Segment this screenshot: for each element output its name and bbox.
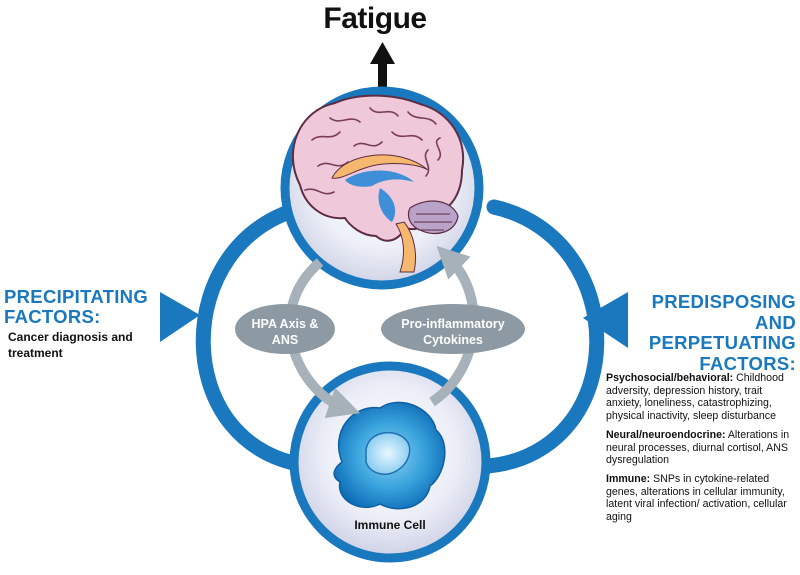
- heading-line: FACTORS:: [699, 352, 796, 374]
- factor-item: Psychosocial/behavioral: Childhood adver…: [606, 372, 800, 423]
- heading-line: FACTORS:: [4, 306, 101, 327]
- factor-label: Neural/neuroendocrine:: [606, 428, 726, 441]
- precipitating-factors-text: Cancer diagnosis and treatment: [8, 330, 133, 360]
- heading-line: PREDISPOSING: [651, 291, 796, 312]
- heading-line: AND: [755, 311, 796, 333]
- factor-label: Immune:: [606, 472, 651, 485]
- immune-cell-illustration: [333, 401, 446, 510]
- diagram-title: Fatigue: [323, 2, 427, 35]
- factor-label: Psychosocial/behavioral:: [606, 372, 734, 384]
- factor-item: Neural/neuroendocrine: Alterations in ne…: [606, 429, 800, 467]
- factor-text: SNPs in cytokine-related genes, alterati…: [606, 472, 787, 524]
- predisposing-factors-heading: PREDISPOSING AND PERPETUATING FACTORS:: [612, 291, 796, 374]
- heading-line: PRECIPITATING: [4, 286, 149, 307]
- heading-line: PERPETUATING: [648, 332, 796, 353]
- precipitating-factors-heading: PRECIPITATING FACTORS:: [4, 287, 174, 327]
- factor-text: Alterations in neural processes, diurnal…: [606, 428, 790, 467]
- brain-illustration: [291, 94, 465, 273]
- factor-list: Psychosocial/behavioral: Childhood adver…: [606, 372, 800, 530]
- cytokines-label: Pro-inflammatory Cytokines: [401, 317, 505, 347]
- right-pointer-icon: [583, 292, 628, 348]
- up-arrow-icon: [370, 42, 395, 98]
- factor-text: Childhood adversity, depression history,…: [606, 372, 784, 423]
- immune-cell-label: Immune Cell: [354, 518, 426, 532]
- factor-item: Immune: SNPs in cytokine-related genes, …: [606, 473, 800, 524]
- hpa-axis-label: HPA Axis & ANS: [251, 317, 319, 347]
- cytokines-oval: [381, 304, 525, 354]
- left-pointer-icon: [160, 292, 200, 342]
- hpa-oval: [235, 304, 335, 354]
- outer-loop: [195, 199, 605, 474]
